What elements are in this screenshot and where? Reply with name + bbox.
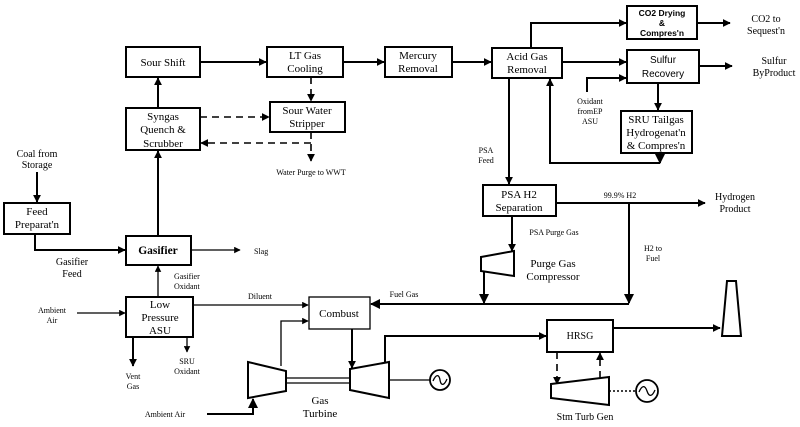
diluent-label: Diluent	[248, 292, 273, 301]
gasifier-feed-line	[34, 234, 126, 254]
gas-turbine-compressor	[247, 360, 287, 400]
gas-turbine-expander	[349, 360, 390, 400]
block-label: Removal	[507, 64, 547, 76]
purge-gas-compressor-icon	[480, 249, 515, 278]
block-co2-drying-compression[interactable]: CO2 Drying&Compres'n	[626, 5, 698, 40]
block-label: SRU Tailgas	[628, 114, 684, 126]
block-label: Low	[150, 299, 170, 311]
block-label: Separation	[495, 202, 543, 214]
flow-lines	[33, 19, 733, 415]
block-gasifier[interactable]: Gasifier	[125, 235, 192, 266]
water-purge-label: Water Purge to WWT	[276, 168, 346, 177]
block-label: Acid Gas	[506, 51, 547, 63]
block-label: LT Gas	[289, 50, 321, 62]
block-label: Gasifier	[138, 245, 178, 257]
ambient-air-gt-line	[207, 398, 258, 415]
block-label: ASU	[149, 325, 171, 337]
block-label: Syngas	[147, 111, 179, 123]
block-label: Stripper	[289, 118, 325, 130]
steam-turbine-generator-label: Stm Turb Gen	[557, 412, 614, 423]
block-label: &	[659, 18, 665, 28]
block-label: Feed	[26, 206, 48, 218]
block-label: HRSG	[567, 331, 594, 342]
compressed-air-line	[280, 317, 309, 366]
steam-turbine-icon	[550, 375, 610, 407]
stack-icon	[720, 280, 743, 337]
block-label: Combust	[319, 308, 359, 320]
svg-text:Sour Shift: Sour Shift	[141, 57, 186, 69]
gas-turbine-shaft	[286, 377, 350, 384]
block-label: Scrubber	[143, 138, 183, 150]
block-label: Quench &	[140, 124, 186, 136]
fuel-gas-label: Fuel Gas	[390, 290, 419, 299]
block-label: & Compres'n	[627, 140, 686, 152]
block-combustor[interactable]: Combust	[308, 296, 371, 330]
gas-turbine-generator-icon	[429, 369, 451, 391]
svg-text:Gasifier: Gasifier	[138, 245, 178, 257]
block-label: CO2 Drying	[639, 8, 686, 18]
block-label: Sulfur	[650, 55, 677, 66]
slag-label: Slag	[254, 247, 268, 256]
block-hrsg[interactable]: HRSG	[546, 319, 614, 353]
ambient-air-gt-label: Ambient Air	[145, 410, 186, 419]
block-label: Recovery	[642, 69, 684, 80]
oxidant-to-sulfur-line	[586, 74, 627, 92]
steam-turbine-generator-icon	[635, 379, 659, 403]
h2-purity-label: 99.9% H2	[604, 191, 636, 200]
svg-text:HRSG: HRSG	[567, 331, 594, 342]
agr-to-co2-line	[530, 19, 627, 48]
block-label: Sour Shift	[141, 57, 186, 69]
svg-text:Combust: Combust	[319, 308, 359, 320]
psa-purge-gas-label: PSA Purge Gas	[529, 228, 578, 237]
block-label: Hydrogenat'n	[626, 127, 686, 139]
block-label: Sour Water	[282, 105, 332, 117]
block-label: Mercury	[399, 50, 437, 62]
block-label: Compres'n	[640, 28, 684, 38]
block-label: Cooling	[287, 63, 323, 75]
block-sour-shift[interactable]: Sour Shift	[125, 46, 201, 78]
sru-recycle-to-agr-line	[546, 78, 660, 164]
block-label: PSA H2	[501, 189, 537, 201]
turbine-exhaust-line	[384, 332, 547, 363]
block-label: Removal	[398, 63, 438, 75]
block-label: Preparat'n	[15, 219, 60, 231]
block-label: Pressure	[141, 312, 178, 324]
svg-text:CO2 Drying&Compres'n: CO2 Drying&Compres'n	[639, 8, 686, 38]
